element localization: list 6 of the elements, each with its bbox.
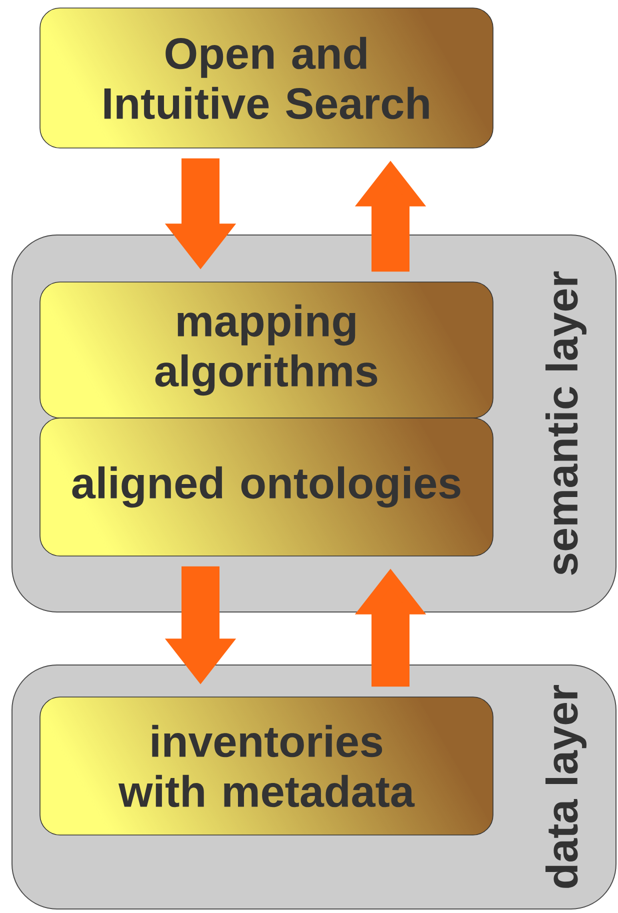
layer-label: semantic layer [545, 271, 586, 575]
process-box: aligned ontologies [40, 418, 494, 556]
process-box: Open and Intuitive Search [40, 8, 494, 148]
layer-label: data layer [545, 685, 586, 888]
process-box: mapping algorithms [40, 282, 494, 418]
process-box: inventories with metadata [40, 696, 494, 836]
